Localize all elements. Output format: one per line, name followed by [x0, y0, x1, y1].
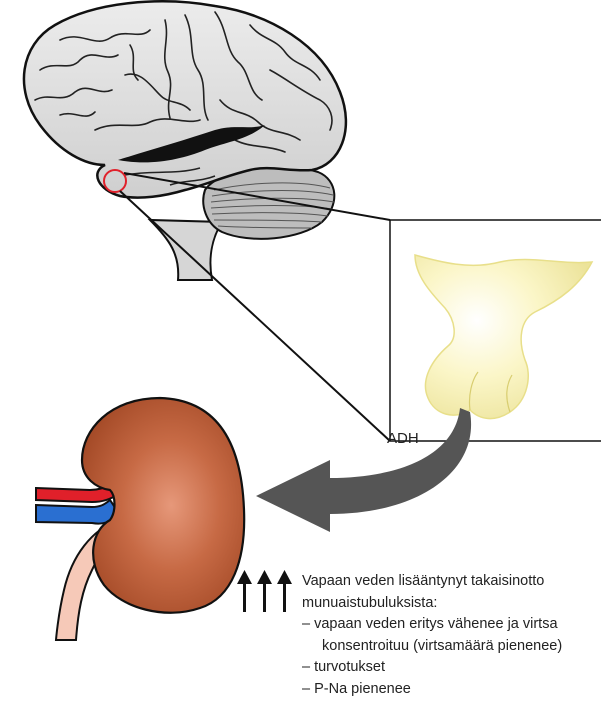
adh-label: ADH [387, 430, 419, 447]
pituitary-inset [390, 220, 601, 441]
cerebrum [24, 1, 346, 197]
bullet-water-excretion-cont: konsentroituu (virtsamäärä pienenee) [302, 636, 597, 658]
kidney-group [36, 398, 244, 640]
description-title-line1: Vapaan veden lisääntynyt takaisinotto [302, 571, 597, 593]
description-text: Vapaan veden lisääntynyt takaisinotto mu… [302, 571, 597, 700]
bullet-sodium: – P-Na pienenee [302, 679, 597, 701]
up-arrow-icon [277, 570, 292, 612]
brain [24, 1, 346, 280]
up-arrow-icon [257, 570, 272, 612]
bullet-edema: – turvotukset [302, 657, 597, 679]
renal-vein [36, 500, 118, 524]
increase-arrows [237, 570, 292, 612]
bullet-water-excretion: – vapaan veden eritys vähenee ja virtsa [302, 614, 597, 636]
description-title-line2: munuaistubuluksista: [302, 593, 597, 615]
up-arrow-icon [237, 570, 252, 612]
